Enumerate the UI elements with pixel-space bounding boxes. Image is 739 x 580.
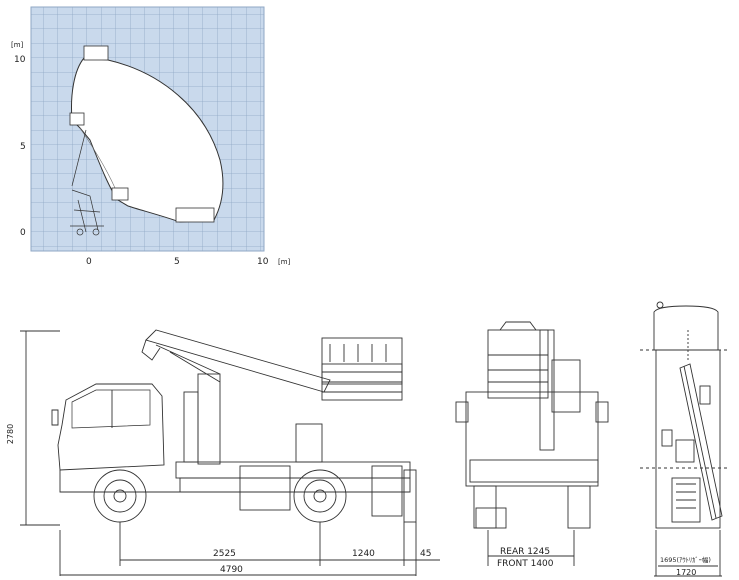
deck <box>655 349 721 529</box>
x-tick-0: 0 <box>86 257 92 267</box>
y-tick-0: 0 <box>20 228 26 238</box>
x-tick-10: 10 <box>257 257 269 267</box>
bucket-low <box>175 207 215 223</box>
rear-overhang-dim: 1240 <box>352 549 375 559</box>
y-axis-unit: [m] <box>11 41 24 49</box>
origin-truck-icon <box>70 129 104 236</box>
bucket <box>321 337 403 385</box>
bucket-mid <box>111 187 129 201</box>
cab-roof <box>653 305 719 351</box>
boom <box>145 329 331 393</box>
y-tick-10: 10 <box>14 55 26 65</box>
bucket-left <box>69 112 85 126</box>
front-track-dim: FRONT 1400 <box>497 559 554 569</box>
outrigger-width-dim: 1695(ｱｳﾄﾘｶﾞｰ幅) <box>660 556 711 564</box>
plan-boom <box>679 363 723 521</box>
overall-length-dim: 4790 <box>220 565 243 575</box>
wheelbase-dim: 2525 <box>213 549 236 559</box>
y-tick-5: 5 <box>20 142 26 152</box>
plan-bucket <box>671 477 701 523</box>
step-offset-dim: 45 <box>420 549 432 559</box>
x-tick-5: 5 <box>174 257 180 267</box>
bucket-top <box>83 45 109 61</box>
x-axis-unit: [m] <box>278 258 291 266</box>
overall-width-dim: 1720 <box>676 568 697 577</box>
rear-track-dim: REAR 1245 <box>500 547 551 557</box>
rear-body <box>465 391 599 487</box>
cab-outline <box>57 383 165 471</box>
